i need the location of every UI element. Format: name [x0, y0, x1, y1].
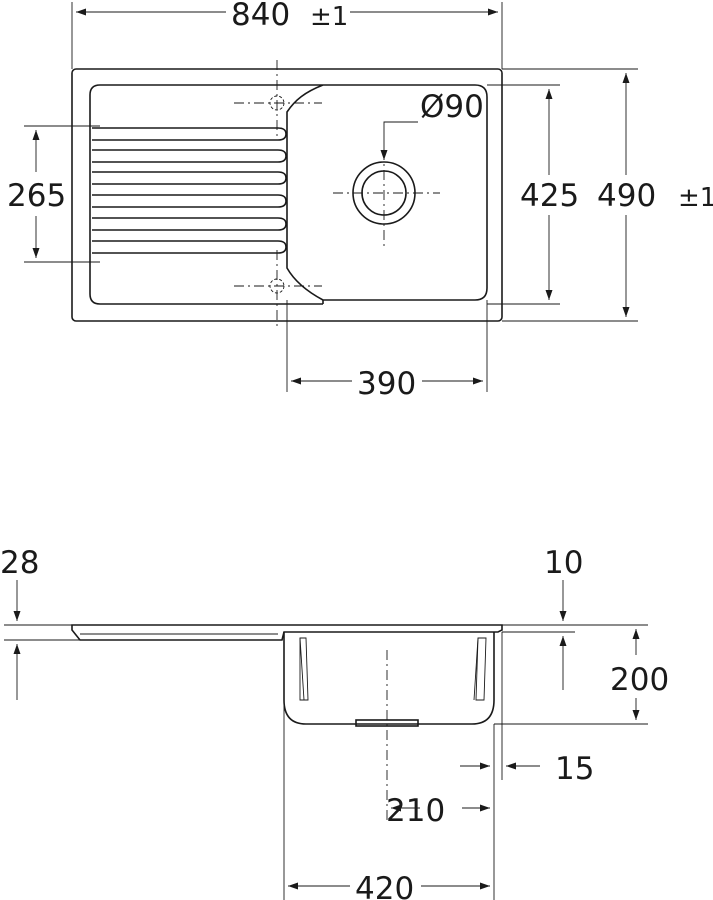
drain: [333, 150, 440, 248]
fixing-hole-top: [234, 60, 322, 140]
rim-dimension: 28: [0, 545, 39, 581]
height-dimension: 490: [597, 178, 656, 214]
height-tolerance: ±1: [678, 183, 713, 213]
drain-diameter-dimension: Ø90: [420, 89, 484, 125]
sink-inner-outline: [89, 84, 488, 305]
bowl-outer-width-dimension: 420: [355, 871, 414, 900]
bowl-height-dimension: 425: [520, 178, 579, 214]
bowl-profile: [283, 632, 495, 725]
drainer-ribs: [92, 127, 287, 254]
drainer-height-dimension: 265: [7, 178, 66, 214]
bowl-width-dimension: 390: [357, 366, 416, 402]
top-view: 840 ±1 490 ±1 425 265 Ø90 390: [7, 0, 713, 402]
depth-dimension: 200: [610, 662, 669, 698]
drain-offset-dimension: 210: [386, 793, 445, 829]
fixing-hole-bottom: [234, 250, 322, 328]
side-view: 28 10 200 15 210 420: [0, 545, 669, 900]
sink-rim-profile: [71, 624, 503, 641]
width-dimension: 840: [231, 0, 290, 33]
lip-dimension: 10: [544, 545, 583, 581]
wall-dimension: 15: [555, 751, 594, 787]
width-tolerance: ±1: [310, 2, 348, 32]
